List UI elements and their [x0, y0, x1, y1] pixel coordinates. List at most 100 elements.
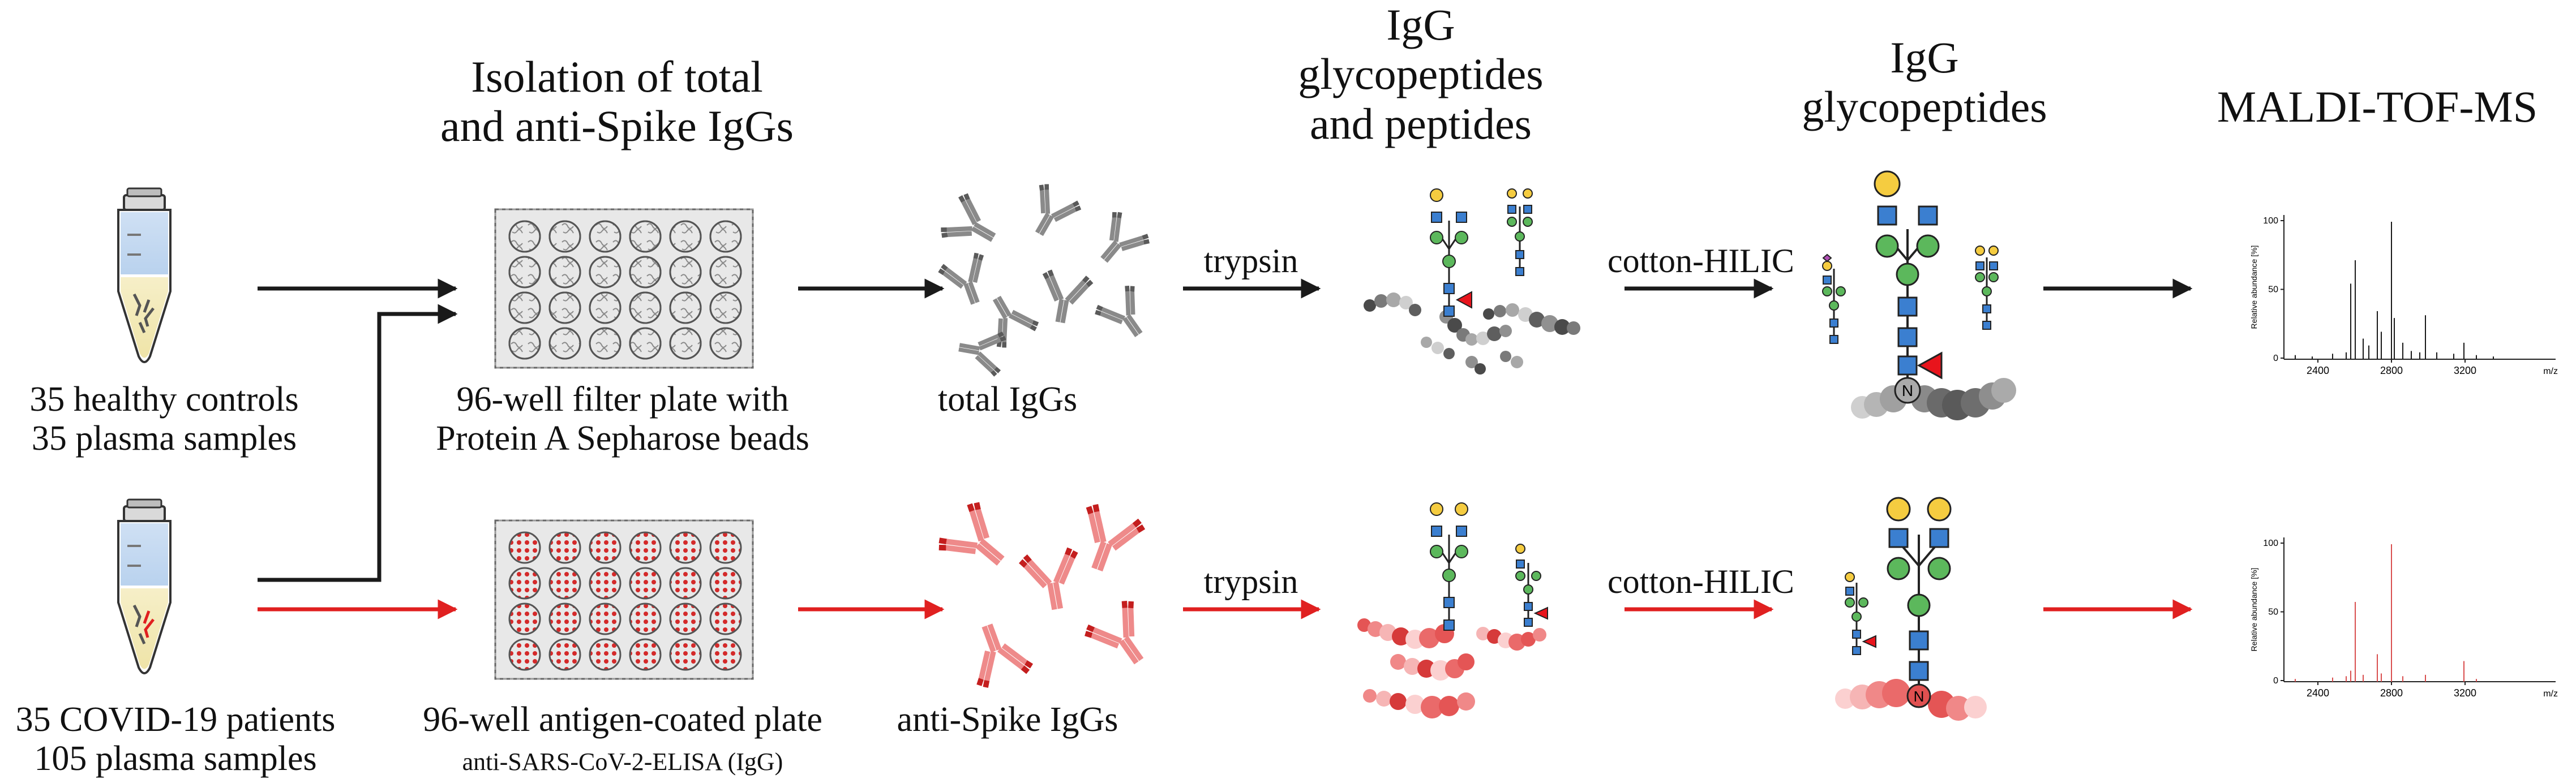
antibody-icon — [976, 623, 1034, 688]
x-unit-label: m/z — [2543, 689, 2558, 699]
peptide-bead — [1521, 632, 1536, 647]
header-gp-line1: IgG — [1386, 0, 1455, 49]
covid-label: 35 COVID-19 patients 105 plasma samples — [0, 700, 351, 779]
spike-igg-label: anti-Spike IgGs — [897, 700, 1118, 739]
peptide-bead — [1399, 296, 1413, 309]
x-unit-label: m/z — [2543, 367, 2558, 376]
covid-line2: 105 plasma samples — [34, 739, 317, 778]
peptide-bead — [1376, 691, 1392, 707]
x-tick-label: 2400 — [2307, 687, 2329, 699]
antibody-icon — [938, 252, 984, 305]
header-isolation-line2: and anti-Spike IgGs — [440, 101, 794, 151]
healthy-line1: 35 healthy controls — [29, 380, 299, 419]
well — [709, 567, 742, 600]
well — [589, 602, 622, 635]
header-gp-line3: and peptides — [1309, 98, 1532, 148]
well — [629, 602, 662, 635]
well — [548, 531, 581, 564]
header-g-line2: glycopeptides — [1802, 82, 2047, 132]
peptide-bead — [1511, 356, 1523, 368]
glycopeptide-mix-top — [1364, 188, 1580, 375]
peptide-bead — [1374, 294, 1388, 308]
peptide-bead — [1404, 658, 1421, 675]
peptide-bead — [1386, 292, 1401, 307]
well — [508, 602, 541, 635]
well — [669, 602, 702, 635]
peptide-bead — [1419, 628, 1439, 648]
antibody-icon — [941, 193, 996, 242]
asparagine-label-bottom: N — [1914, 688, 1925, 705]
y-axis-label: Relative abundance [%] — [2249, 246, 2258, 329]
well — [548, 602, 581, 635]
peptide-bead — [1405, 695, 1425, 714]
antibody-icon — [938, 502, 1005, 566]
peptide-bead — [1421, 696, 1443, 718]
well — [508, 567, 541, 600]
antibody-icon — [1085, 601, 1144, 665]
healthy-label: 35 healthy controls 35 plasma samples — [0, 380, 328, 459]
filter-plate-label: 96-well filter plate with Protein A Seph… — [419, 380, 826, 459]
peptide-bead — [1439, 696, 1459, 716]
well — [709, 638, 742, 671]
hilic-label-bottom: cotton-HILIC — [1608, 563, 1794, 600]
header-isolation-line1: Isolation of total — [471, 52, 763, 101]
well — [669, 638, 702, 671]
header-gp-line2: glycopeptides — [1298, 49, 1544, 99]
well — [589, 567, 622, 600]
antibody-icon — [1042, 269, 1094, 324]
y-tick-label: 50 — [2268, 608, 2278, 617]
peptide-bead — [1431, 342, 1444, 354]
well — [629, 531, 662, 564]
well — [508, 638, 541, 671]
tube-covid — [117, 498, 172, 674]
well — [709, 602, 742, 635]
peptide-bead — [1390, 693, 1407, 710]
peptide-bead — [1554, 319, 1570, 335]
header-g-line1: IgG — [1890, 33, 1959, 82]
healthy-line2: 35 plasma samples — [31, 419, 297, 458]
y-tick-label: 100 — [2263, 216, 2278, 226]
enriched-glycopeptide-top: N — [1822, 170, 2016, 420]
antibody-icon — [1100, 212, 1150, 263]
antibody-icon — [1086, 504, 1146, 572]
x-tick-label: 2400 — [2307, 365, 2329, 376]
x-tick-label: 2800 — [2380, 365, 2403, 376]
peptide-bead — [1483, 308, 1494, 320]
header-glycopeptides: IgG glycopeptides — [1783, 33, 2066, 132]
spike-igg-antibodies — [938, 502, 1146, 688]
peptide-bead — [1392, 627, 1410, 645]
trypsin-label-top: trypsin — [1203, 242, 1298, 279]
filter-plate — [494, 208, 754, 369]
peptide-bead — [1409, 304, 1421, 316]
enriched-glycopeptide-bottom: N — [1835, 497, 1987, 721]
well — [709, 531, 742, 564]
peptide-bead — [1567, 321, 1580, 335]
tube-healthy — [117, 187, 172, 363]
antigen-plate-label: 96-well antigen-coated plate — [423, 700, 822, 739]
peptide-bead — [1487, 326, 1502, 341]
peptide-bead — [1430, 660, 1451, 681]
filter-line1: 96-well filter plate with — [456, 380, 789, 419]
x-tick-label: 3200 — [2454, 687, 2476, 699]
peptide-bead — [1476, 332, 1490, 345]
well — [589, 638, 622, 671]
well — [669, 531, 702, 564]
peptide-bead — [1476, 627, 1490, 640]
y-tick-label: 100 — [2263, 539, 2278, 548]
header-maldi: MALDI-TOF-MS — [2217, 82, 2538, 131]
total-igg-label: total IgGs — [937, 380, 1078, 419]
peptide-bead — [1368, 621, 1383, 637]
peptide-bead — [1465, 333, 1478, 346]
peptide-bead — [1447, 318, 1462, 333]
peptide-bead — [1964, 696, 1987, 718]
black-arrows — [258, 278, 2193, 582]
peptide-bead — [1458, 653, 1475, 670]
well — [548, 638, 581, 671]
well — [548, 567, 581, 600]
total-igg-antibodies — [938, 184, 1150, 377]
peptide-bead — [1991, 378, 2016, 403]
peptide-bead — [1533, 628, 1546, 642]
peptide-bead — [1475, 363, 1486, 375]
